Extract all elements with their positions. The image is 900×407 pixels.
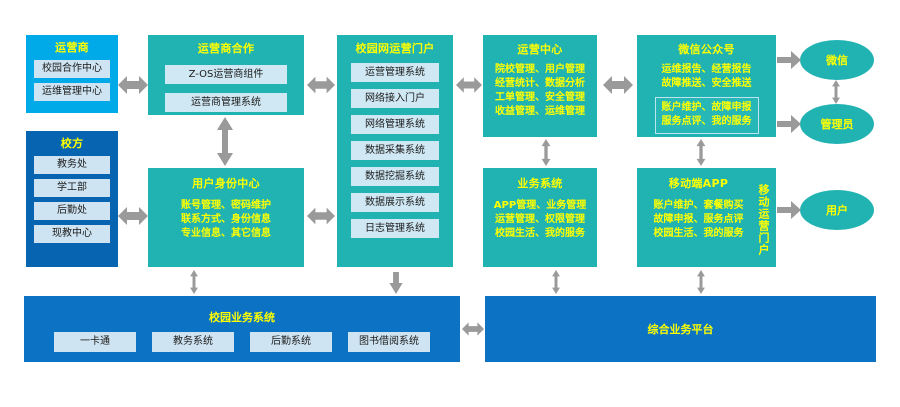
- campus-item-logistics-system[interactable]: 后勤系统: [250, 332, 332, 352]
- arrow-business-system-to-integrated-platform: [552, 270, 560, 294]
- endpoint-user-label: 用户: [826, 204, 848, 217]
- user-identity-center-title: 用户身份中心: [192, 177, 260, 190]
- endpoint-user[interactable]: 用户: [800, 190, 874, 230]
- operation-center-title: 运营中心: [517, 43, 563, 56]
- mobile-app-title: 移动端APP: [668, 177, 729, 190]
- identity-line-3: 专业信息、其它信息: [181, 228, 271, 239]
- portal-item-data-display[interactable]: 数据展示系统: [351, 193, 439, 212]
- school-title: 校方: [60, 137, 84, 150]
- arrow-operator-to-cooperation: [118, 76, 148, 94]
- campus-item-library-system[interactable]: 图书借阅系统: [348, 332, 430, 352]
- wechat-official-account-box: 微信公众号 运维报告、经营报告 故障推送、安全推送 账户维护、故障申报 服务点评…: [637, 35, 776, 137]
- arrow-mobile-app-to-integrated-platform: [697, 270, 705, 294]
- business-system-title: 业务系统: [517, 177, 563, 190]
- arrow-identity-to-campus-business-system: [190, 270, 198, 294]
- mobile-app-box: 移动端APP 账户维护、套餐购买 故障申报、服务点评 校园生活、我的服务 移动运…: [637, 168, 776, 267]
- wechat-sub-line-2: 服务点评、我的服务: [661, 116, 752, 127]
- school-item-logistics[interactable]: 后勤处: [34, 202, 110, 220]
- mobile-operation-portal-label: 移动运营门户: [757, 184, 770, 256]
- endpoint-administrator-label: 管理员: [820, 118, 854, 131]
- arrow-endpoint-wechat-to-administrator: [832, 80, 840, 104]
- wechat-line-1: 运维报告、经营报告: [661, 64, 752, 75]
- operator-title: 运营商: [55, 41, 89, 54]
- portal-item-network-access[interactable]: 网络接入门户: [351, 89, 439, 108]
- identity-line-2: 联系方式、身份信息: [181, 214, 271, 225]
- coop-item-zos-component[interactable]: Z-OS运营商组件: [165, 65, 287, 84]
- mobile-app-line-2: 故障申报、服务点评: [653, 214, 744, 225]
- school-item-student-affairs[interactable]: 学工部: [34, 179, 110, 197]
- mobile-app-line-1: 账户维护、套餐购买: [653, 200, 744, 211]
- business-system-line-2: 运营管理、权限管理: [495, 214, 585, 225]
- business-system-line-3: 校园生活、我的服务: [495, 228, 585, 239]
- endpoint-wechat-label: 微信: [826, 54, 848, 67]
- endpoint-wechat[interactable]: 微信: [800, 40, 874, 80]
- arrow-portal-to-campus-business-system: [389, 272, 403, 294]
- campus-business-system-title: 校园业务系统: [209, 311, 275, 324]
- coop-item-operator-mgmt-system[interactable]: 运营商管理系统: [165, 93, 287, 112]
- operator-cooperation-title: 运营商合作: [197, 42, 255, 55]
- arrow-operation-center-to-wechat: [603, 76, 633, 94]
- arrow-to-endpoint-administrator: [777, 115, 801, 133]
- arrow-cooperation-to-identity-vertical: [217, 117, 233, 166]
- arrow-wechat-to-mobile-app-vertical: [696, 139, 706, 166]
- portal-item-operation-mgmt[interactable]: 运营管理系统: [351, 63, 439, 82]
- integrated-business-platform-title: 综合业务平台: [647, 323, 714, 336]
- portal-item-network-mgmt[interactable]: 网络管理系统: [351, 115, 439, 134]
- arrow-school-to-identity: [118, 207, 148, 225]
- portal-item-data-collection[interactable]: 数据采集系统: [351, 141, 439, 160]
- portal-item-data-mining[interactable]: 数据挖掘系统: [351, 167, 439, 186]
- arrow-portal-to-operation-center: [456, 77, 482, 93]
- business-system-line-1: APP管理、业务管理: [493, 200, 587, 211]
- business-system-box: 业务系统 APP管理、业务管理 运营管理、权限管理 校园生活、我的服务: [483, 168, 597, 267]
- operator-item-om-center[interactable]: 运维管理中心: [34, 83, 110, 101]
- arrow-cooperation-to-portal: [307, 76, 335, 94]
- school-item-edu-tech-center[interactable]: 现教中心: [34, 225, 110, 243]
- campus-item-academic-system[interactable]: 教务系统: [152, 332, 234, 352]
- identity-line-1: 账号管理、密码维护: [181, 200, 271, 211]
- arrow-campus-business-to-integrated-platform: [462, 322, 484, 336]
- arrow-identity-to-portal: [307, 207, 335, 225]
- arrow-to-endpoint-user: [777, 201, 801, 219]
- operator-item-campus-coop-center[interactable]: 校园合作中心: [34, 60, 110, 78]
- operation-center-line-3: 工单管理、安全管理: [495, 92, 585, 103]
- arrow-operation-center-to-business-system-vertical: [541, 139, 551, 166]
- campus-business-system-bar: 校园业务系统 一卡通 教务系统 后勤系统 图书借阅系统: [24, 296, 460, 362]
- campus-network-portal-box: 校园网运营门户 运营管理系统 网络接入门户 网络管理系统 数据采集系统 数据挖掘…: [337, 35, 453, 267]
- operator-cooperation-box: 运营商合作 Z-OS运营商组件 运营商管理系统: [148, 35, 304, 115]
- portal-item-log-mgmt[interactable]: 日志管理系统: [351, 219, 439, 238]
- mobile-app-line-3: 校园生活、我的服务: [653, 228, 744, 239]
- arrow-to-endpoint-wechat: [777, 51, 801, 69]
- wechat-sub-line-1: 账户维护、故障申报: [661, 102, 752, 113]
- wechat-official-account-title: 微信公众号: [678, 43, 735, 56]
- integrated-business-platform-bar: 综合业务平台: [485, 296, 876, 362]
- operation-center-line-4: 收益管理、运维管理: [495, 106, 585, 117]
- campus-item-one-card[interactable]: 一卡通: [54, 332, 136, 352]
- operation-center-line-1: 院校管理、用户管理: [495, 64, 585, 75]
- wechat-line-2: 故障推送、安全推送: [661, 78, 752, 89]
- campus-network-portal-title: 校园网运营门户: [355, 42, 435, 55]
- operation-center-line-2: 经营统计、数据分析: [495, 78, 585, 89]
- school-box: 校方 教务处 学工部 后勤处 现教中心: [26, 131, 118, 267]
- operator-box: 运营商 校园合作中心 运维管理中心: [26, 35, 118, 113]
- wechat-user-services-subbox[interactable]: 账户维护、故障申报 服务点评、我的服务: [654, 97, 759, 134]
- operation-center-box: 运营中心 院校管理、用户管理 经营统计、数据分析 工单管理、安全管理 收益管理、…: [483, 35, 597, 137]
- endpoint-administrator[interactable]: 管理员: [800, 104, 874, 144]
- school-item-academic-affairs[interactable]: 教务处: [34, 156, 110, 174]
- campus-business-system-items: 一卡通 教务系统 后勤系统 图书借阅系统: [24, 332, 460, 352]
- user-identity-center-box: 用户身份中心 账号管理、密码维护 联系方式、身份信息 专业信息、其它信息: [148, 168, 304, 267]
